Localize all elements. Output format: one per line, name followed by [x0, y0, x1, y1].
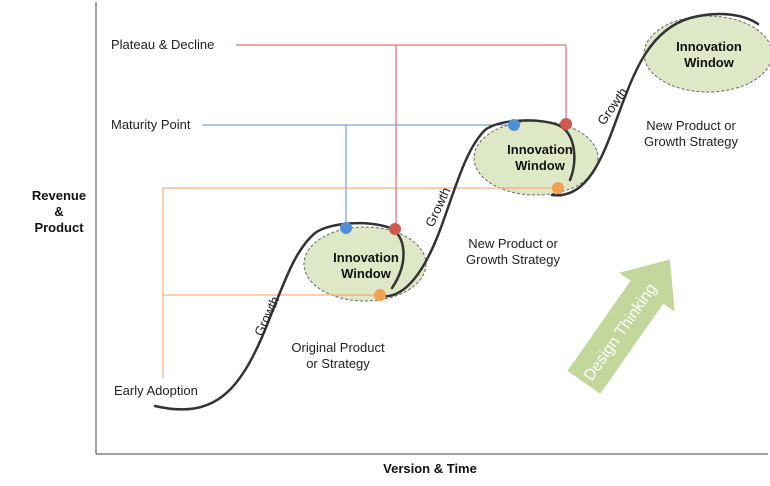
- early-dot-2: [552, 182, 564, 194]
- window-3-title-line2: Window: [684, 55, 735, 70]
- window-2-title-line1: Innovation: [507, 142, 573, 157]
- plateau-dot-2: [560, 118, 572, 130]
- window-2-title-line2: Window: [515, 158, 566, 173]
- stage-3-line1: New Product or: [646, 118, 736, 133]
- stage-1-line1: Original Product: [291, 340, 385, 355]
- window-3-title-line1: Innovation: [676, 39, 742, 54]
- innovation-window-ellipse-3: [643, 15, 770, 93]
- maturity-dot-1: [340, 222, 352, 234]
- stage-3-line2: Growth Strategy: [644, 134, 738, 149]
- stage-1-line2: or Strategy: [306, 356, 370, 371]
- early-adoption-label: Early Adoption: [114, 383, 198, 398]
- design-thinking-arrow: Design Thinking: [567, 259, 675, 394]
- window-1-title-line1: Innovation: [333, 250, 399, 265]
- stage-2-line1: New Product or: [468, 236, 558, 251]
- early-dot-1: [374, 289, 386, 301]
- plateau-dot-1: [389, 223, 401, 235]
- maturity-label: Maturity Point: [111, 117, 191, 132]
- y-axis-label-line2: &: [54, 204, 63, 219]
- plateau-label: Plateau & Decline: [111, 37, 214, 52]
- maturity-dot-2: [508, 119, 520, 131]
- x-axis-label: Version & Time: [383, 461, 477, 476]
- window-1-title-line2: Window: [341, 266, 392, 281]
- plateau-guide-line: [236, 44, 567, 124]
- stage-2-line2: Growth Strategy: [466, 252, 560, 267]
- growth-label-1: Growth: [251, 294, 282, 338]
- design-thinking-arrow-shape: [567, 259, 675, 394]
- y-axis-label-line1: Revenue: [32, 188, 86, 203]
- growth-label-3: Growth: [594, 85, 630, 128]
- y-axis-label-line3: Product: [34, 220, 84, 235]
